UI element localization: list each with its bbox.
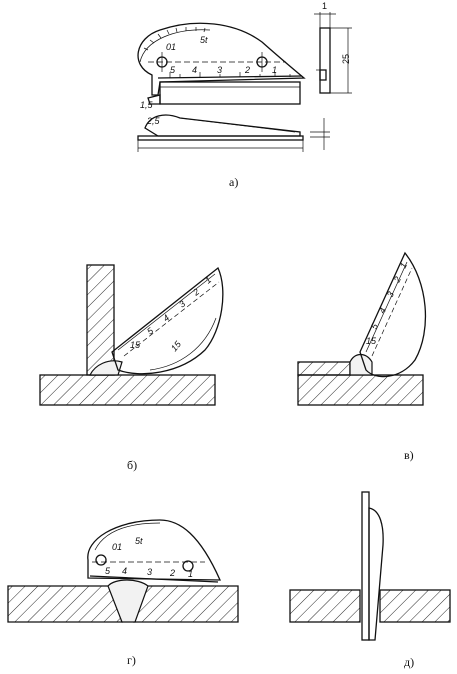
panel-b-base-plate xyxy=(39,374,216,406)
panel-d-gauge-blade xyxy=(361,491,370,641)
gauge-a-arc-mark-2: 5t xyxy=(200,35,208,45)
panel-v-gauge xyxy=(359,251,427,378)
gauge-a-arc-mark-1: 01 xyxy=(166,42,176,52)
panel-b-scale-15: 15 xyxy=(130,340,141,350)
svg-text:2: 2 xyxy=(391,275,403,285)
svg-text:1: 1 xyxy=(322,1,327,11)
svg-text:1: 1 xyxy=(203,275,213,286)
panel-g-right-plate xyxy=(133,585,239,623)
svg-text:2: 2 xyxy=(190,287,201,299)
panel-b-gauge xyxy=(111,266,224,375)
panel-b-vertical-plate xyxy=(86,264,115,376)
panel-g-arc-mark-2: 5t xyxy=(135,536,143,546)
gauge-a-scale-2: 2 xyxy=(244,65,250,75)
svg-text:5: 5 xyxy=(145,325,156,337)
label-d: д) xyxy=(404,655,414,669)
svg-text:15: 15 xyxy=(169,338,184,353)
panel-g-left-plate xyxy=(7,585,123,623)
gauge-a-scale-4: 4 xyxy=(192,65,197,75)
gauge-a-dim-25: 25 xyxy=(341,54,351,64)
svg-text:5: 5 xyxy=(105,566,111,576)
svg-text:5: 5 xyxy=(369,321,381,331)
svg-text:1: 1 xyxy=(188,569,193,579)
panel-v-base-plate xyxy=(297,374,424,406)
panel-v: 15 5 4 3 2 1 в) xyxy=(297,251,427,462)
svg-text:3: 3 xyxy=(177,299,187,310)
panel-b-weld xyxy=(89,360,123,376)
gauge-a-scale-5: 5 xyxy=(170,65,176,75)
panel-b: 15 5 4 3 2 1 15 б) xyxy=(39,264,224,472)
gauge-a-wedge xyxy=(144,114,301,137)
gauge-a-scale-3: 3 xyxy=(217,65,222,75)
svg-text:2,5: 2,5 xyxy=(146,116,161,126)
panel-d-right-plate xyxy=(379,589,451,623)
gauge-a-arc-scale xyxy=(139,29,211,63)
label-v: в) xyxy=(404,448,414,462)
gauge-a-arc-ticks xyxy=(143,27,206,51)
gauge-a-tip xyxy=(147,94,161,105)
panel-g: 01 5t 5 4 3 2 1 г) xyxy=(7,519,239,667)
svg-text:4: 4 xyxy=(161,313,171,324)
gauge-a-side-view xyxy=(319,27,331,94)
label-b: б) xyxy=(127,458,137,472)
svg-text:1,5: 1,5 xyxy=(140,100,154,110)
svg-text:1: 1 xyxy=(398,261,409,270)
panel-g-arc-mark-1: 01 xyxy=(112,542,122,552)
panel-v-step xyxy=(297,361,351,376)
panel-d-gauge-wedge xyxy=(368,507,384,641)
gauge-a-slider xyxy=(159,81,301,105)
svg-text:4: 4 xyxy=(377,306,388,315)
label-g: г) xyxy=(127,653,136,667)
gauge-a-body xyxy=(137,22,306,96)
label-a: а) xyxy=(229,175,238,189)
panel-v-scale-15: 15 xyxy=(366,336,377,346)
gauge-a-scale-ticks xyxy=(169,72,291,78)
gauge-a-scale-1: 1 xyxy=(272,65,277,75)
panel-a: 01 5t 5 4 3 2 1 1,5 25 1 xyxy=(137,1,352,189)
panel-g-gauge xyxy=(87,519,222,581)
panel-d: д) xyxy=(289,491,451,669)
svg-text:3: 3 xyxy=(385,290,396,299)
gauge-a-scale-edge xyxy=(157,75,303,79)
svg-text:3: 3 xyxy=(147,567,152,577)
panel-g-weld xyxy=(107,579,149,623)
svg-text:4: 4 xyxy=(122,566,127,576)
svg-text:2: 2 xyxy=(169,568,175,578)
panel-d-left-plate xyxy=(289,589,361,623)
